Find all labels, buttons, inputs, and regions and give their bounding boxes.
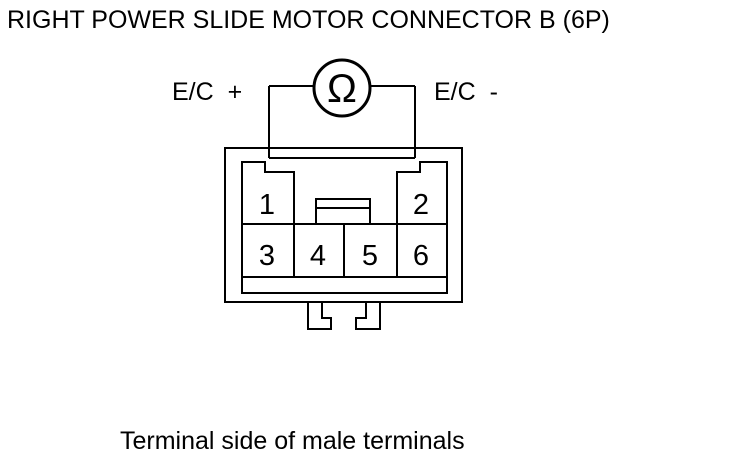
connector-housing bbox=[224, 147, 463, 330]
terminal-4: 4 bbox=[310, 240, 326, 272]
terminal-1: 1 bbox=[259, 189, 275, 221]
ohmmeter-circle bbox=[312, 58, 372, 118]
center-key-slot bbox=[315, 198, 371, 224]
lock-tab-left bbox=[307, 302, 332, 330]
negative-lead-label: E/C - bbox=[434, 78, 498, 106]
positive-lead-label: E/C + bbox=[172, 78, 242, 106]
ohmmeter-circuit bbox=[268, 58, 416, 159]
terminal-2: 2 bbox=[413, 189, 429, 221]
terminal-5: 5 bbox=[362, 240, 378, 272]
diagram-title: RIGHT POWER SLIDE MOTOR CONNECTOR B (6P) bbox=[7, 6, 610, 34]
housing-outer bbox=[224, 147, 463, 303]
terminal-3: 3 bbox=[259, 240, 275, 272]
ohm-symbol: Ω bbox=[327, 67, 357, 111]
lock-tab-right bbox=[355, 302, 381, 330]
view-caption: Terminal side of male terminals bbox=[120, 427, 465, 455]
terminal-6: 6 bbox=[413, 240, 429, 272]
